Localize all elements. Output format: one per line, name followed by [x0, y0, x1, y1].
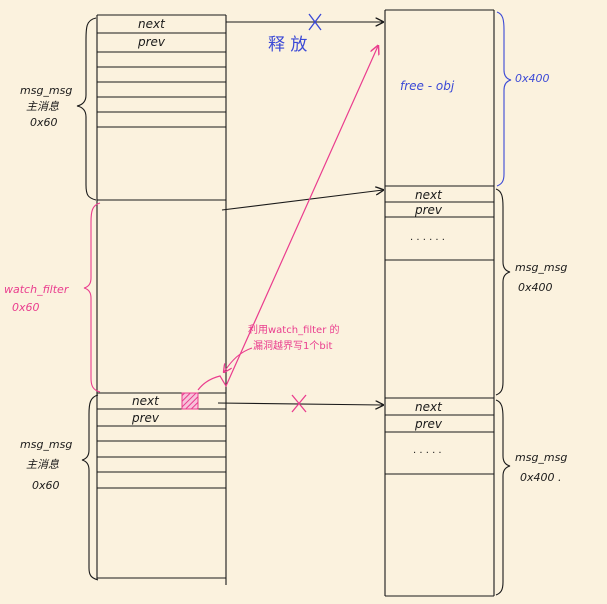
right-bottom-brace — [495, 399, 511, 596]
right-column — [384, 9, 495, 597]
left-bottom-block-rows — [97, 392, 226, 489]
left-middle-brace — [83, 202, 101, 393]
left-bottom-side-label-line1: msg_msg — [20, 438, 72, 451]
arrow-bottom-next-to-msg-msg — [217, 403, 383, 405]
right-middle-dots: . . . . . . — [410, 232, 445, 243]
right-bottom-prev-label: prev — [414, 417, 443, 431]
left-top-side-label-line2: 主消息 — [26, 100, 59, 113]
right-middle-side-label: msg_msg 0x400 — [515, 261, 567, 294]
left-top-block-rows — [97, 32, 226, 201]
left-middle-side-label-line2: 0x60 — [12, 301, 40, 314]
overflow-note: 利用watch_filter 的 漏洞越界写1个bit — [248, 323, 340, 352]
left-top-side-label-line1: msg_msg — [20, 84, 72, 97]
right-top-side-label: 0x400 — [515, 72, 550, 85]
right-middle-prev-label: prev — [414, 203, 443, 217]
right-bottom-side-label-line2: 0x400 . — [520, 471, 562, 484]
left-middle-side-label-line1: watch_filter — [4, 283, 70, 296]
cross-mark-top — [308, 13, 322, 31]
left-middle-side-label: watch_filter 0x60 — [4, 283, 70, 314]
left-bottom-prev-label: prev — [131, 411, 160, 425]
left-top-side-label-line3: 0x60 — [30, 116, 58, 129]
right-middle-side-label-line1: msg_msg — [515, 261, 567, 274]
left-bottom-side-label-line2: 主消息 — [26, 458, 59, 471]
right-bottom-side-label: msg_msg 0x400 . — [515, 451, 567, 484]
left-top-prev-label: prev — [137, 35, 166, 49]
left-column — [96, 14, 227, 585]
right-middle-brace — [495, 188, 511, 396]
right-bottom-side-label-line1: msg_msg — [515, 451, 567, 464]
pink-note-arrow — [224, 347, 253, 372]
left-top-brace — [76, 17, 97, 201]
right-top-brace — [496, 11, 512, 187]
corrupted-bit-marker — [181, 392, 199, 410]
overflow-note-line2: 漏洞越界写1个bit — [253, 339, 332, 352]
left-bottom-side-label: msg_msg 主消息 0x60 — [20, 438, 72, 492]
right-middle-next-label: next — [415, 188, 443, 202]
right-bottom-next-label: next — [415, 400, 443, 414]
left-bottom-side-label-line3: 0x60 — [32, 479, 60, 492]
release-label: 释 放 — [268, 35, 307, 55]
arrow-middle-to-msg-msg — [221, 190, 383, 211]
left-bottom-next-label: next — [132, 394, 160, 408]
pink-redirected-pointer — [197, 46, 378, 391]
right-free-obj-label: free - obj — [400, 79, 455, 93]
right-bottom-dots: . . . . . — [413, 445, 442, 456]
right-middle-side-label-line2: 0x400 — [518, 281, 553, 294]
left-bottom-brace — [81, 394, 99, 581]
overflow-note-line1: 利用watch_filter 的 — [248, 323, 340, 336]
left-top-next-label: next — [138, 17, 166, 31]
left-top-side-label: msg_msg 主消息 0x60 — [20, 84, 72, 129]
cross-mark-bottom — [291, 394, 307, 413]
